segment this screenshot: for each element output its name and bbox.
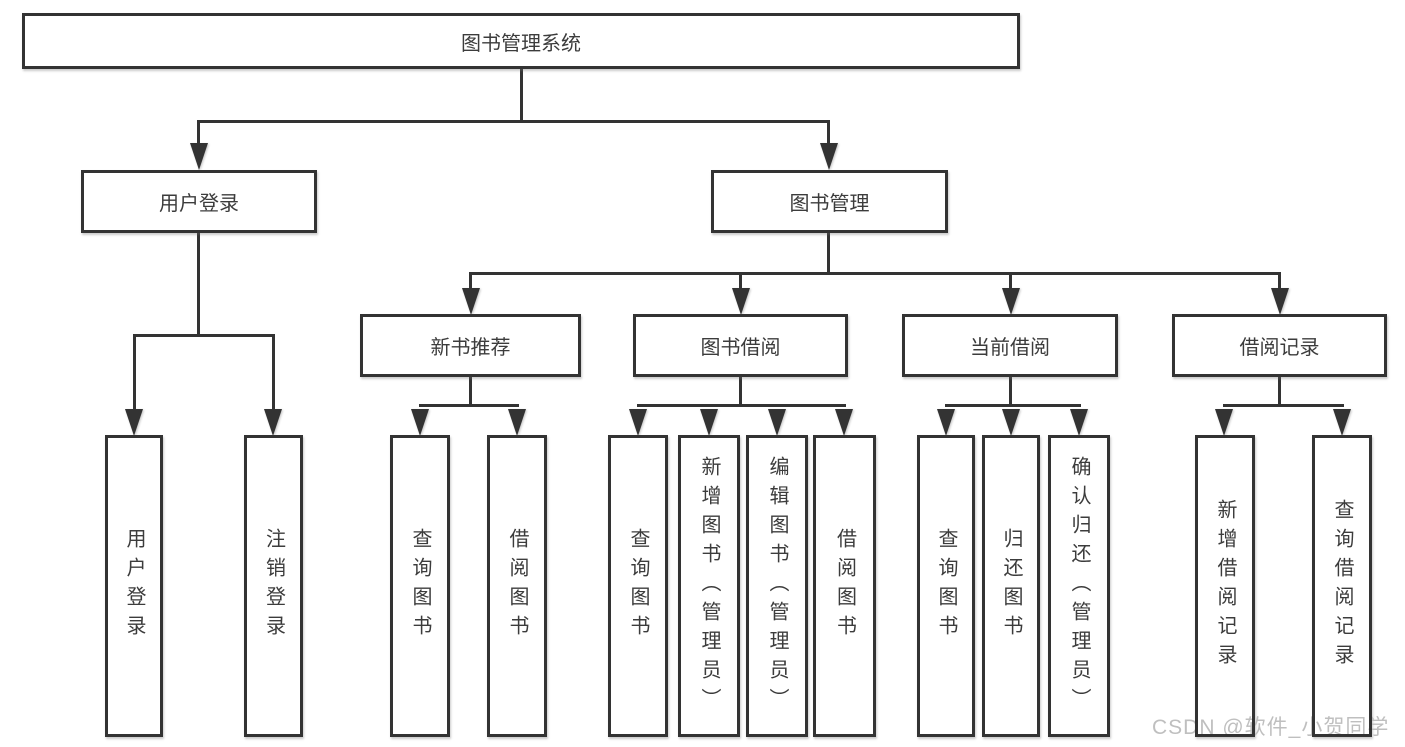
connector-line	[197, 120, 830, 123]
arrow-down-icon	[462, 288, 480, 315]
leaf-user-login: 用户登录	[105, 435, 163, 737]
leaf-label: 查询借阅记录	[1331, 499, 1353, 673]
node-borrow-records: 借阅记录	[1172, 314, 1387, 377]
node-user-login: 用户登录	[81, 170, 317, 233]
leaf-label: 新增借阅记录	[1214, 499, 1236, 673]
connector-line	[739, 375, 742, 407]
connector-line	[419, 404, 519, 407]
leaf-label: 注销登录	[262, 528, 285, 644]
leaf-label: 借阅图书	[833, 528, 856, 644]
arrow-down-icon	[937, 409, 955, 436]
arrow-down-icon	[1271, 288, 1289, 315]
connector-line	[1009, 375, 1012, 407]
arrow-down-icon	[264, 409, 282, 436]
leaf-add-borrow-record: 新增借阅记录	[1195, 435, 1255, 737]
arrow-down-icon	[1215, 409, 1233, 436]
node-label: 当前借阅	[970, 337, 1050, 359]
connector-line	[637, 404, 846, 407]
arrow-down-icon	[629, 409, 647, 436]
node-label: 图书管理	[789, 193, 870, 215]
arrow-down-icon	[190, 143, 208, 170]
node-book-borrowing: 图书借阅	[633, 314, 848, 377]
connector-line	[945, 404, 1081, 407]
arrow-down-icon	[1333, 409, 1351, 436]
leaf-confirm-return-admin: 确认归还（管理员）	[1048, 435, 1110, 737]
connector-line	[469, 272, 1281, 275]
leaf-label: 归还图书	[1000, 528, 1022, 644]
arrow-down-icon	[700, 409, 718, 436]
node-current-borrowing: 当前借阅	[902, 314, 1118, 377]
leaf-label: 查询图书	[409, 528, 431, 644]
connector-line	[1223, 404, 1344, 407]
leaf-label: 编辑图书（管理员）	[766, 455, 788, 717]
leaf-query-books-2: 查询图书	[608, 435, 668, 737]
connector-line	[133, 334, 136, 412]
connector-line	[1278, 375, 1281, 407]
arrow-down-icon	[125, 409, 143, 436]
connector-line	[133, 334, 275, 337]
arrow-down-icon	[508, 409, 526, 436]
node-label: 用户登录	[159, 193, 239, 215]
node-label: 新书推荐	[430, 337, 511, 359]
leaf-query-books-1: 查询图书	[390, 435, 450, 737]
leaf-label: 查询图书	[935, 528, 957, 644]
connector-line	[469, 272, 472, 292]
connector-line	[827, 231, 830, 275]
leaf-label: 借阅图书	[506, 528, 528, 644]
leaf-query-borrow-record: 查询借阅记录	[1312, 435, 1372, 737]
leaf-label: 确认归还（管理员）	[1068, 455, 1090, 717]
arrow-down-icon	[835, 409, 853, 436]
leaf-return-books: 归还图书	[982, 435, 1040, 737]
leaf-add-books-admin: 新增图书（管理员）	[678, 435, 740, 737]
connector-line	[739, 272, 742, 292]
leaf-label: 用户登录	[123, 528, 145, 644]
node-label: 图书管理系统	[461, 32, 581, 55]
connector-line	[1278, 272, 1281, 292]
node-root-library-system: 图书管理系统	[22, 13, 1020, 69]
node-book-management: 图书管理	[711, 170, 948, 233]
leaf-label: 查询图书	[627, 528, 649, 644]
node-label: 借阅记录	[1239, 337, 1320, 359]
connector-line	[827, 120, 830, 148]
watermark: CSDN @软件_小贺同学	[1152, 716, 1390, 739]
connector-line	[1009, 272, 1012, 292]
node-new-book-recommend: 新书推荐	[360, 314, 581, 377]
connector-line	[520, 66, 523, 123]
leaf-logout: 注销登录	[244, 435, 303, 737]
arrow-down-icon	[1070, 409, 1088, 436]
arrow-down-icon	[1002, 288, 1020, 315]
arrow-down-icon	[411, 409, 429, 436]
arrow-down-icon	[732, 288, 750, 315]
arrow-down-icon	[1002, 409, 1020, 436]
arrow-down-icon	[820, 143, 838, 170]
connector-line	[197, 120, 200, 148]
arrow-down-icon	[768, 409, 786, 436]
leaf-edit-books-admin: 编辑图书（管理员）	[746, 435, 808, 737]
connector-line	[197, 231, 200, 336]
connector-line	[272, 334, 275, 412]
leaf-label: 新增图书（管理员）	[698, 455, 720, 717]
leaf-borrow-books-1: 借阅图书	[487, 435, 547, 737]
node-label: 图书借阅	[700, 337, 781, 359]
leaf-borrow-books-2: 借阅图书	[813, 435, 876, 737]
leaf-query-books-3: 查询图书	[917, 435, 975, 737]
connector-line	[469, 375, 472, 407]
